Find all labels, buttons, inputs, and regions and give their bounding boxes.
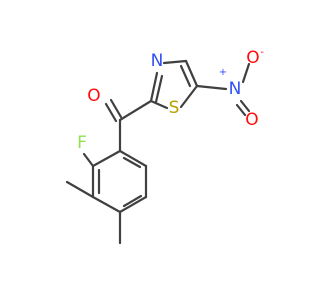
nitro-oxygen-bottom-label: O: [245, 110, 258, 130]
structure-canvas: O N S F N + O - O: [65, 47, 264, 245]
thiazole-bond-c5-s: [179, 84, 199, 109]
thiazole-nitrogen-label: N: [151, 51, 164, 71]
thiazole-bond-c4-c5: [184, 59, 199, 88]
nitro-nitrogen-label: N: [229, 79, 242, 99]
carbonyl-bond-2: [104, 102, 118, 123]
nitro-double-bond-1: [239, 99, 251, 113]
carbonyl-oxygen-label: O: [87, 86, 100, 106]
benzene-bond-c5-c6: [118, 195, 148, 214]
thiazole-bond-c4-c5-inner: [179, 64, 192, 88]
benzene-bond-c4-c5: [91, 195, 122, 214]
methyl-bond-left: [65, 180, 95, 199]
nitro-n-o-bond: [241, 62, 251, 84]
thiazole-bond-c2-n-inner: [154, 74, 164, 104]
carbonyl-bond-1: [109, 98, 123, 119]
nitro-double-bond-2: [235, 103, 247, 117]
nitro-oxygen-charge: -: [260, 47, 264, 58]
c5-nitro-bond: [195, 84, 228, 91]
carbonyl-to-thiazole-bond: [118, 99, 153, 122]
benzene-inner-bond-2: [122, 194, 143, 208]
nitro-nitrogen-charge: +: [219, 67, 227, 78]
fluorine-label: F: [77, 133, 87, 153]
fluoro-bond: [82, 152, 95, 168]
thiazole-bond-n-c4: [162, 59, 188, 65]
thiazole-sulfur-label: S: [169, 98, 180, 118]
benzene-inner-bond-3: [122, 156, 142, 169]
molecule-diagram: O N S F N + O - O: [65, 47, 265, 245]
benzene-bond-c2-c3: [91, 149, 122, 168]
benzene-bond-c1-c6: [118, 149, 148, 168]
thiazole-bond-s-c2: [149, 99, 169, 110]
thiazole-bond-c2-n: [149, 71, 159, 103]
nitro-oxygen-top-label: O: [246, 48, 259, 68]
